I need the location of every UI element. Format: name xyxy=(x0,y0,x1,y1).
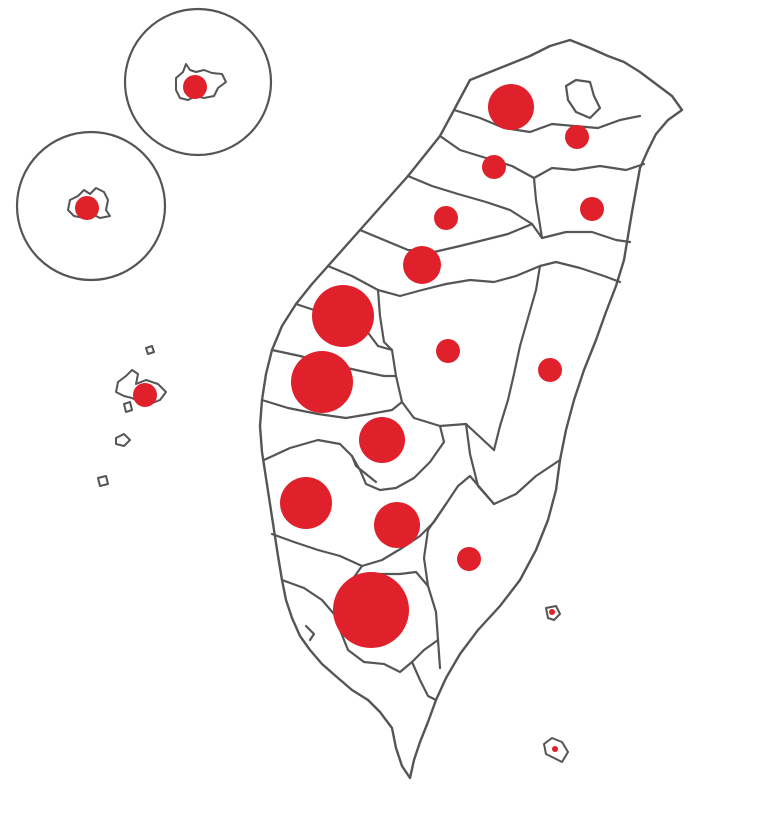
marker-yunlin-area xyxy=(291,351,353,413)
border-line xyxy=(280,578,440,674)
border-line xyxy=(270,474,496,568)
islet-outline xyxy=(145,345,155,355)
islet-outline xyxy=(97,475,109,487)
border-line xyxy=(358,222,534,254)
marker-chiayi-area xyxy=(359,417,405,463)
marker-yilan-area xyxy=(580,197,604,221)
marker-kinmen-inset xyxy=(183,75,207,99)
border-line xyxy=(260,398,404,420)
border-line xyxy=(532,176,544,240)
penghu-islands xyxy=(97,345,167,487)
marker-pingtung-area xyxy=(333,572,409,648)
marker-matsu-inset xyxy=(75,196,99,220)
data-markers xyxy=(75,75,604,752)
marker-tainan-area xyxy=(280,477,332,529)
border-line xyxy=(376,288,496,452)
marker-changhua-area xyxy=(312,285,374,347)
taipei-city-outline xyxy=(564,78,602,120)
county-borders xyxy=(260,78,646,702)
marker-hsinchu-area xyxy=(482,155,506,179)
marker-taitung-area xyxy=(457,547,481,571)
marker-orchid-island xyxy=(552,746,558,752)
islet-outline xyxy=(115,433,131,447)
marker-kaohsiung-area xyxy=(374,502,420,548)
border-line xyxy=(350,454,378,484)
marker-taoyuan-area xyxy=(488,84,534,130)
marker-keelung-area xyxy=(565,125,589,149)
border-line xyxy=(492,264,542,452)
border-line xyxy=(452,108,642,134)
marker-hualien-area xyxy=(538,358,562,382)
marker-taichung-area xyxy=(403,246,441,284)
islet-outline xyxy=(123,401,133,413)
border-line xyxy=(326,260,622,298)
marker-penghu-area xyxy=(133,383,157,407)
border-line xyxy=(304,624,316,642)
marker-nantou-area xyxy=(436,339,460,363)
border-line xyxy=(438,134,646,180)
marker-miaoli-area xyxy=(434,206,458,230)
border-line xyxy=(410,660,438,702)
marker-green-island xyxy=(549,609,555,615)
border-line xyxy=(262,424,446,492)
